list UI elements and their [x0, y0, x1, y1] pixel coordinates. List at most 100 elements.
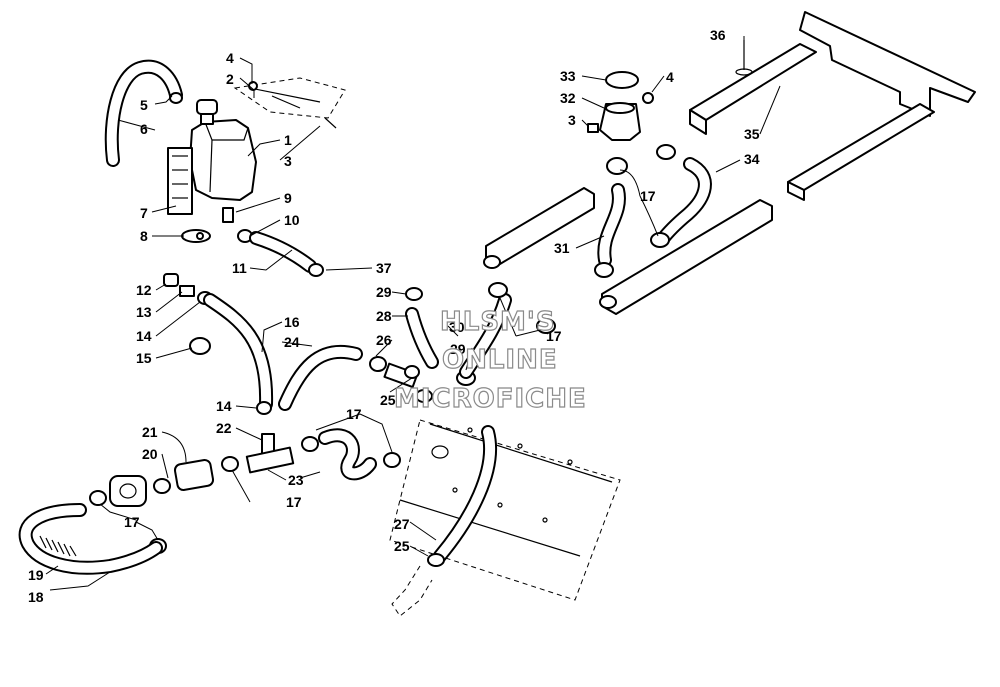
clamp-25-mid [415, 389, 433, 403]
clamp-17-left-a [221, 456, 239, 472]
callout-17-right: 17 [640, 188, 656, 204]
clamp-14b [256, 401, 272, 415]
callout-20: 20 [142, 446, 158, 462]
hose-31 [597, 183, 626, 267]
callout-14-upper: 14 [136, 328, 152, 344]
callout-21: 21 [142, 424, 158, 440]
callout-3-right: 3 [568, 112, 576, 128]
callout-34: 34 [744, 151, 760, 167]
callout-16: 16 [284, 314, 300, 330]
watermark-line-1: HLSM'S [440, 307, 556, 337]
callout-30: 30 [449, 319, 465, 335]
callout-25-mid: 25 [380, 392, 396, 408]
connector-tube-21 [173, 459, 215, 491]
clamp-17-left-c [89, 490, 107, 506]
callout-35: 35 [744, 126, 760, 142]
reservoir-bracket [233, 77, 346, 129]
hose-30 [459, 293, 512, 379]
clamp-17-right-c [650, 232, 670, 248]
watermark-line-2: ONLINE [442, 345, 558, 375]
callout-32: 32 [560, 90, 576, 106]
callout-25-lower: 25 [394, 538, 410, 554]
callout-17-lower-center: 17 [286, 494, 302, 510]
heat-exchanger-panel [389, 419, 621, 601]
clamp-17-center-d [536, 318, 556, 334]
callout-1: 1 [284, 132, 292, 148]
heat-exchanger-right [599, 199, 773, 315]
callout-5: 5 [140, 97, 148, 113]
reservoir-fitting-9 [222, 207, 234, 223]
callout-27: 27 [394, 516, 410, 532]
clamp-25-bottom [427, 553, 445, 567]
filler-neck-32 [599, 102, 641, 141]
clamp-26 [369, 356, 387, 372]
callout-29-lower: 29 [450, 341, 466, 357]
callout-17-left: 17 [124, 514, 140, 530]
callout-7: 7 [140, 205, 148, 221]
clamp-17-center-a [301, 436, 319, 452]
fitting-13 [179, 285, 195, 297]
callout-2: 2 [226, 71, 234, 87]
bleed-hose-16 [203, 293, 274, 411]
callout-17-mid: 17 [546, 328, 562, 344]
callout-36: 36 [710, 27, 726, 43]
callout-6: 6 [140, 121, 148, 137]
callout-28: 28 [376, 308, 392, 324]
heat-exchanger-left [483, 187, 595, 269]
clamp-17-right-a [656, 144, 676, 160]
callout-13: 13 [136, 304, 152, 320]
hose-34 [655, 157, 712, 247]
callout-11: 11 [232, 260, 247, 276]
callout-8: 8 [140, 228, 148, 244]
callout-15: 15 [136, 350, 152, 366]
callout-23: 23 [288, 472, 304, 488]
hose-24 [278, 344, 363, 411]
callout-22: 22 [216, 420, 232, 436]
callout-9: 9 [284, 190, 292, 206]
callout-19: 19 [28, 567, 44, 583]
coolant-reservoir-1 [189, 119, 257, 201]
callout-17-center: 17 [346, 406, 362, 422]
thermostat-housing-20 [109, 475, 147, 507]
screw-3-right [587, 123, 599, 133]
radiator-cap-33 [605, 71, 639, 89]
hose-28 [405, 307, 439, 369]
clamp-17-center-c [488, 282, 508, 298]
clamp-ring-15 [189, 337, 211, 355]
callout-numbers: 1 2 3 4 5 6 7 8 9 10 11 37 12 13 14 15 1… [28, 27, 760, 605]
hose-27 [433, 425, 497, 563]
clamp-17-center-b [383, 452, 401, 468]
tee-fitting-22 [245, 433, 295, 474]
callout-29-upper: 29 [376, 284, 392, 300]
clamp-8 [181, 229, 211, 243]
nut-4-right [642, 92, 654, 104]
callout-10: 10 [284, 212, 300, 228]
reservoir-cap-2 [196, 99, 218, 125]
callout-24: 24 [284, 334, 300, 350]
reservoir-hose-11 [249, 231, 317, 273]
fitting-25 [383, 362, 420, 389]
callout-12: 12 [136, 282, 152, 298]
reservoir-decal-7 [167, 147, 193, 215]
callout-14-lower: 14 [216, 398, 232, 414]
bleed-screw-12 [163, 273, 179, 287]
callout-26: 26 [376, 332, 392, 348]
leader-lines [45, 36, 781, 591]
callout-33: 33 [560, 68, 576, 84]
clamp-17-right-b [606, 157, 628, 175]
heat-exchanger-frame-35 [689, 11, 976, 201]
clamp-17-left-b [153, 478, 171, 494]
watermark-line-3: MICROFICHE [394, 384, 587, 414]
callout-37: 37 [376, 260, 392, 276]
radiator-hose-18 [18, 503, 163, 575]
watermark: HLSM'S ONLINE MICROFICHE [393, 306, 587, 414]
hose-23 [318, 428, 377, 481]
callout-4: 4 [226, 50, 234, 66]
hose-clamp-5 [169, 92, 183, 104]
overflow-hose-6 [104, 59, 183, 167]
callout-4-right: 4 [666, 69, 674, 85]
lower-fitting [391, 565, 433, 617]
clamp-37 [308, 263, 324, 277]
clamp-29-top [405, 287, 423, 301]
